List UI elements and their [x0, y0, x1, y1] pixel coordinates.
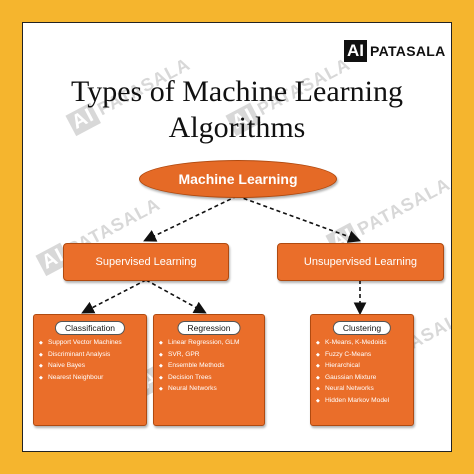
brand-logo: AI PATASALA — [344, 40, 446, 62]
list-item: Gaussian Mixture — [316, 374, 410, 383]
title-line-1: Types of Machine Learning — [71, 75, 403, 108]
list-item: Nearest Neighbour — [39, 374, 143, 383]
regression-list: Linear Regression, GLM SVR, GPR Ensemble… — [159, 339, 261, 397]
node-unsupervised-learning: Unsupervised Learning — [277, 243, 444, 281]
logo-name: PATASALA — [370, 43, 446, 59]
logo-mark: AI — [344, 40, 367, 62]
connector-supervised-classification — [81, 279, 147, 314]
list-item: Decision Trees — [159, 374, 261, 383]
group-clustering: Clustering K-Means, K-Medoids Fuzzy C-Me… — [310, 314, 414, 426]
list-item: Hierarchical — [316, 362, 410, 371]
classification-list: Support Vector Machines Discriminant Ana… — [39, 339, 143, 385]
list-item: Fuzzy C-Means — [316, 351, 410, 360]
group-label: Classification — [54, 321, 126, 335]
list-item: Discriminant Analysis — [39, 351, 143, 360]
list-item: Neural Networks — [159, 385, 261, 394]
list-item: Support Vector Machines — [39, 339, 143, 348]
list-item: Neural Networks — [316, 385, 410, 394]
clustering-list: K-Means, K-Medoids Fuzzy C-Means Hierarc… — [316, 339, 410, 409]
list-item: K-Means, K-Medoids — [316, 339, 410, 348]
list-item: SVR, GPR — [159, 351, 261, 360]
title-line-2: Algorithms — [168, 111, 306, 144]
group-classification: Classification Support Vector Machines D… — [33, 314, 147, 426]
group-label: Clustering — [332, 321, 392, 335]
connector-root-unsupervised — [236, 195, 362, 243]
list-item: Hidden Markov Model — [316, 397, 410, 406]
list-item: Linear Regression, GLM — [159, 339, 261, 348]
list-item: Ensemble Methods — [159, 362, 261, 371]
page-title: Types of Machine Learning Algorithms — [22, 74, 452, 146]
connector-root-supervised — [143, 195, 238, 242]
node-supervised-learning: Supervised Learning — [63, 243, 229, 281]
connector-supervised-regression — [145, 279, 207, 314]
group-label: Regression — [177, 321, 241, 335]
list-item: Naive Bayes — [39, 362, 143, 371]
group-regression: Regression Linear Regression, GLM SVR, G… — [153, 314, 265, 426]
node-machine-learning: Machine Learning — [139, 160, 337, 198]
